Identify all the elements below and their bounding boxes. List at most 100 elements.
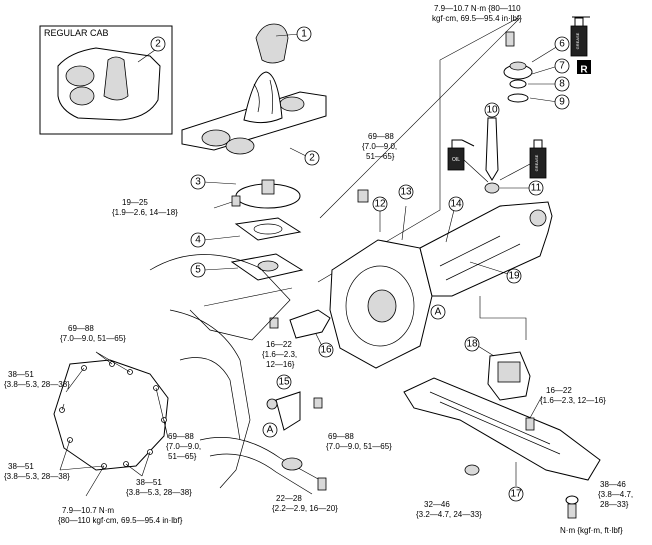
callout-14: [448, 196, 464, 212]
torque-t2-line3: 51—65}: [366, 152, 395, 161]
bolt-69-88-top: [357, 189, 369, 203]
callout-17-num: 17: [510, 489, 522, 500]
callout-10: [484, 102, 500, 118]
callout-10-num: 10: [486, 105, 498, 116]
callout-4-num: 4: [195, 235, 201, 246]
part-11: [484, 182, 500, 194]
torque-t12-line1: 22—28: [276, 494, 302, 503]
torque-t4-line1: 16—22: [266, 340, 292, 349]
callout-6: [554, 36, 570, 52]
callout-5-num: 5: [195, 265, 201, 276]
callout-11-num: 11: [531, 183, 542, 194]
torque-t2-line2: {7.0—9.0,: [362, 142, 398, 151]
callout-5: [190, 262, 206, 278]
part-15-bracket: [275, 391, 301, 431]
callout-8: [554, 76, 570, 92]
torque-t4-line3: 12—16}: [266, 360, 295, 369]
callout-9-num: 9: [559, 97, 565, 108]
callout-19-num: 19: [508, 271, 520, 282]
release-cylinder: [269, 309, 334, 358]
torque-t6-line1: 38—51: [8, 370, 34, 379]
inset-cup-holder-left: [65, 65, 95, 87]
callout-16-num: 16: [320, 345, 332, 356]
callout-13-num: 13: [400, 187, 412, 198]
callout-1-num: 1: [301, 29, 307, 40]
torque-t2-line1: 69—88: [368, 132, 394, 141]
callout-18-num: 18: [466, 339, 478, 350]
marker-a-1: [430, 304, 446, 320]
shift-lever-parts: [447, 16, 591, 196]
callout-4: [190, 232, 206, 248]
crossmember-group: [403, 336, 601, 519]
torque-t4-line2: {1.6—2.3,: [262, 350, 298, 359]
torque-t6-line2: {3.8—5.3, 28—38}: [4, 380, 70, 389]
inset-shift-boot: [103, 56, 129, 101]
shift-console-group: [181, 23, 327, 166]
torque-t11-line1: 69—88: [328, 432, 354, 441]
callout-9: [554, 94, 570, 110]
torque-t7-line1: 69—88: [168, 432, 194, 441]
oil-label: OIL: [452, 157, 460, 163]
torque-t15-line1: 38—46: [600, 480, 626, 489]
part-8: [509, 79, 527, 89]
torque-t7-line3: 51—65}: [168, 452, 197, 461]
torque-t10-line1: 7.9—10.7 N·m: [62, 506, 115, 515]
grease-can-1: [570, 16, 590, 57]
bracket-group: [199, 374, 327, 495]
shift-boot: [243, 71, 283, 124]
callout-13: [398, 184, 414, 200]
callout-3-num: 3: [195, 177, 201, 188]
callout-2-inset: [150, 36, 166, 52]
torque-t12-line2: {2.2—2.9, 16—20}: [272, 504, 338, 513]
callout-15-num: 15: [278, 377, 290, 388]
callout-11: [528, 180, 544, 196]
torque-t3-line1: 19—25: [122, 198, 148, 207]
callout-2-inset-num: 2: [155, 39, 161, 50]
grease-label-2: GREASE: [534, 154, 539, 171]
shift-boot-parts: [190, 174, 304, 281]
callout-7-num: 7: [559, 61, 565, 72]
cup-holder-1: [201, 129, 231, 147]
sheet-badge: [577, 60, 591, 74]
callout-14-num: 14: [450, 199, 462, 210]
inset-cup-holder-right: [69, 86, 95, 106]
torque-t10-line2: {80—110 kgf·cm, 69.5—95.4 in·lbf}: [58, 516, 183, 525]
bolt-7.9-10.7: [505, 31, 515, 47]
torque-t3-line2: {1.9—2.6, 14—18}: [112, 208, 178, 217]
torque-t9-line2: {3.8—5.3, 28—38}: [126, 488, 192, 497]
engine-rear-plate: [53, 254, 291, 497]
torque-t8-line1: 38—51: [8, 462, 34, 471]
torque-t7-line2: {7.0—9.0,: [166, 442, 202, 451]
torque-t13-line1: 16—22: [546, 386, 572, 395]
callout-6-num: 6: [559, 39, 565, 50]
transmission: [329, 184, 553, 369]
torque-t14-line2: {3.2—4.7, 24—33}: [416, 510, 482, 519]
callout-15: [276, 374, 292, 390]
oil-can: [447, 139, 475, 171]
callout-1: [296, 26, 312, 42]
callout-18: [464, 336, 480, 352]
callout-19: [506, 268, 522, 284]
callout-2: [304, 150, 320, 166]
torque-t9-line1: 38—51: [136, 478, 162, 487]
torque-t14-line1: 32—46: [424, 500, 450, 509]
torque-t5-line1: 69—88: [68, 324, 94, 333]
callout-numbers: 2 1 2 3 4 5 6 7 8 9 10 11 12 13 14 15 16…: [155, 29, 588, 500]
part-4-gasket: [234, 217, 302, 241]
units-note: N·m {kgf·m, ft·lbf}: [560, 526, 623, 535]
torque-t8-line2: {3.8—5.3, 28—38}: [4, 472, 70, 481]
torque-t11-line2: {7.0—9.0, 51—65}: [326, 442, 392, 451]
part-16: [289, 309, 331, 339]
cup-holder-2: [225, 137, 255, 155]
part-9: [507, 93, 529, 103]
torque-t15-line3: 28—33}: [600, 500, 629, 509]
callout-17: [508, 486, 524, 502]
callout-7: [554, 58, 570, 74]
grease-can-2: [529, 139, 547, 179]
grease-label-1: GREASE: [575, 32, 580, 49]
marker-a-2-text: A: [267, 425, 274, 436]
callout-12: [372, 196, 388, 212]
bolt-19-25: [231, 195, 241, 207]
